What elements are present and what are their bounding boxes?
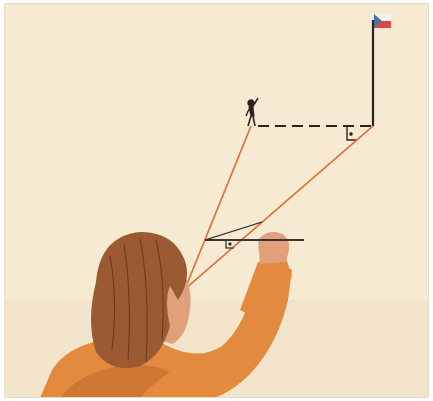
observer-hand	[258, 232, 289, 264]
flag-icon	[374, 14, 391, 28]
